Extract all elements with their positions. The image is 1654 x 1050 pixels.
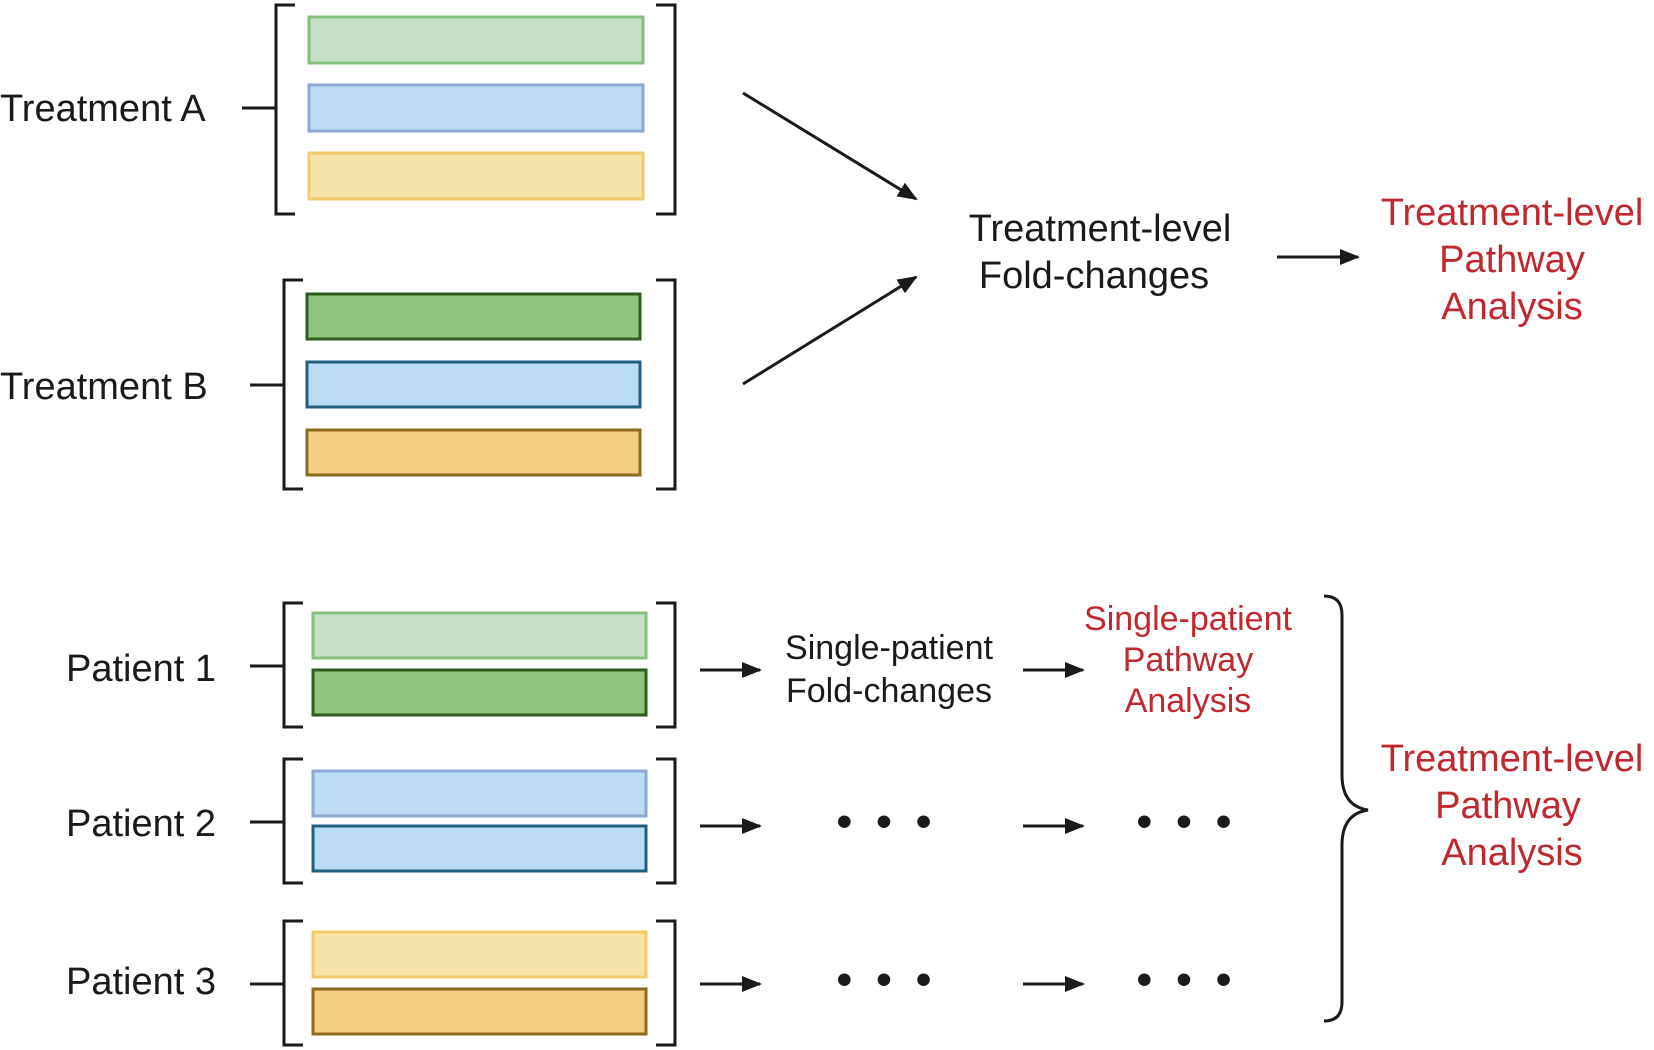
single-fold-changes-line1: Single-patient [785,629,993,667]
sample-bar-orange [311,987,648,1036]
patient-3-bracket-right [656,919,677,1047]
treatment-pathway-line1: Treatment-level [1381,192,1644,234]
treatment-a-label: Treatment A [0,88,206,130]
treatment-fold-changes-line1: Treatment-level [969,208,1232,250]
ellipsis-fold-patient-3: • • • [837,955,938,1004]
single-fold-changes-line2: Fold-changes [786,672,992,710]
sample-bar-blue [311,824,648,873]
sample-bar-orange [305,428,642,477]
sample-bar-light-green [311,611,648,660]
ellipsis-fold-patient-2: • • • [837,797,938,846]
sample-bar-blue [305,360,642,409]
treatment-a-group: Treatment A [0,3,677,216]
sample-bar-light-yellow [311,930,648,979]
single-pathway-line1: Single-patient [1084,600,1292,638]
patient-2-bracket-left [282,757,303,885]
sample-bar-light-blue [307,83,645,133]
patient-2-group: Patient 2 [66,757,677,885]
patient-1-bracket-left [282,601,303,729]
treatment-b-label: Treatment B [0,366,208,408]
patient-1-bracket-right [656,601,677,729]
patient-1-group: Patient 1 [66,601,677,729]
aggregate-pathway-line3: Analysis [1441,832,1583,874]
treatment-a-bracket-right [656,3,677,216]
patient-1-label: Patient 1 [66,648,216,690]
sample-bar-light-yellow [307,151,645,201]
treatment-b-bracket-left [282,278,303,491]
aggregate-curly-brace [1323,594,1369,1023]
treatment-b-bracket-right [656,278,677,491]
ellipsis-pathway-patient-3: • • • [1137,955,1238,1004]
treatment-b-group: Treatment B [0,278,677,491]
sample-bar-light-green [307,15,645,65]
patient-3-label: Patient 3 [66,961,216,1003]
treatment-pathway-line2: Pathway [1439,239,1585,281]
patient-3-group: Patient 3 [66,919,677,1047]
treatment-a-bracket-left [274,3,295,216]
single-pathway-line3: Analysis [1125,682,1252,720]
single-pathway-line2: Pathway [1123,641,1253,679]
treatment-fold-changes-line2: Fold-changes [979,255,1209,297]
sample-bar-light-blue [311,769,648,818]
patient-3-bracket-left [282,919,303,1047]
sample-bar-green [305,292,642,341]
sample-bar-green [311,668,648,717]
patient-2-label: Patient 2 [66,803,216,845]
treatment-pathway-line3: Analysis [1441,286,1583,328]
arrow-treatment-a-to-fold [742,91,918,201]
patient-2-bracket-right [656,757,677,885]
ellipsis-pathway-patient-2: • • • [1137,797,1238,846]
aggregate-pathway-line2: Pathway [1435,785,1581,827]
arrow-treatment-b-to-fold [742,275,918,386]
aggregate-pathway-line1: Treatment-level [1381,738,1644,780]
